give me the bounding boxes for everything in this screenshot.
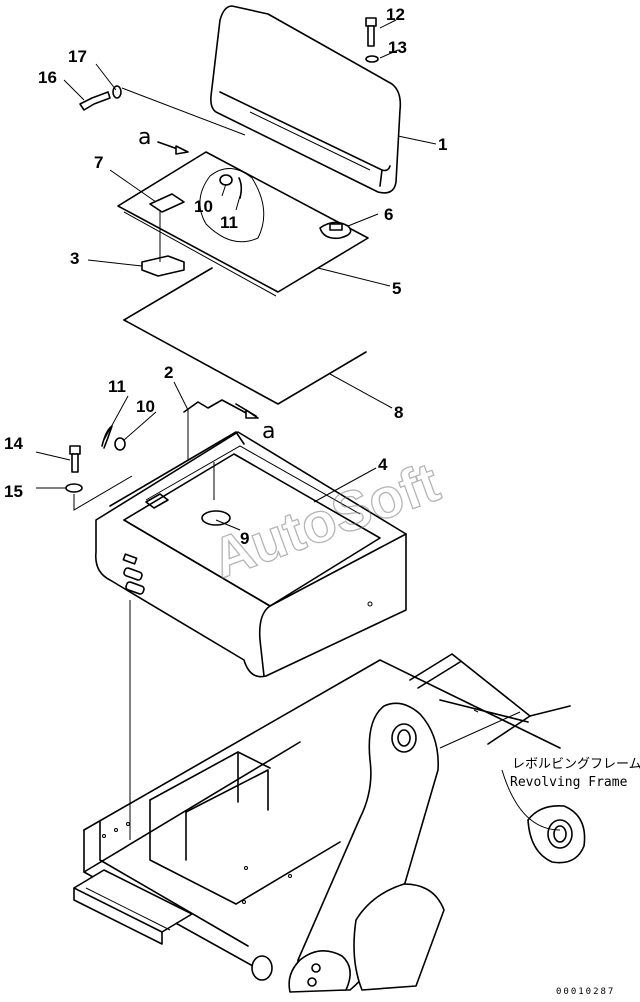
bolt-14 [69, 445, 81, 473]
frame-label-english: Revolving Frame [510, 775, 628, 790]
callout-4: 4 [378, 455, 388, 474]
callout-8: 8 [394, 403, 403, 422]
washer-13 [365, 55, 379, 63]
seat-plate [117, 151, 369, 297]
callout-13: 13 [388, 38, 407, 57]
seal-8 [123, 267, 367, 405]
bolt-12 [365, 17, 377, 47]
assembly-line-14 [73, 475, 133, 511]
bracket-7 [149, 193, 185, 213]
callout-2: 2 [164, 363, 173, 382]
callout-14: 14 [4, 434, 23, 453]
callout-17: 17 [68, 47, 87, 66]
callout-12: 12 [386, 5, 405, 24]
revolving-frame [73, 653, 586, 993]
detail-circle [199, 168, 265, 243]
callout-3: 3 [70, 249, 79, 268]
grommet-10-side [114, 437, 126, 451]
washer-15 [65, 483, 83, 493]
pin-11-side [101, 425, 113, 449]
seat-box [94, 431, 407, 678]
frame-label-leader [501, 769, 561, 831]
callout-16: 16 [38, 68, 57, 87]
view-mark-a-mid: a [262, 419, 275, 444]
wire-2 [183, 399, 249, 460]
callout-9: 9 [240, 529, 249, 548]
bolt-16 [79, 91, 111, 111]
frame-label-japanese: レボルビングフレーム [512, 757, 640, 772]
callout-6: 6 [384, 205, 393, 224]
callout-10-top: 10 [194, 197, 213, 216]
callout-1: 1 [438, 135, 447, 154]
view-arrow-mid-head [245, 409, 259, 419]
callout-11-side: 11 [108, 377, 126, 396]
leader-lines [35, 19, 437, 531]
view-arrow-top-head [175, 145, 189, 155]
assembly-line-17 [121, 87, 246, 136]
callout-11-top: 11 [220, 213, 238, 232]
callout-15: 15 [4, 482, 23, 501]
block-3 [141, 210, 185, 277]
grommet-10-top [219, 174, 233, 186]
callout-10-side: 10 [136, 397, 155, 416]
callout-7: 7 [94, 153, 103, 172]
view-mark-a-top: a [138, 125, 151, 150]
latch-6 [319, 221, 352, 240]
callout-5: 5 [392, 279, 401, 298]
drawing-code: 00010287 [556, 987, 615, 997]
backrest-cushion [210, 5, 402, 194]
pin-11-top [238, 177, 243, 199]
